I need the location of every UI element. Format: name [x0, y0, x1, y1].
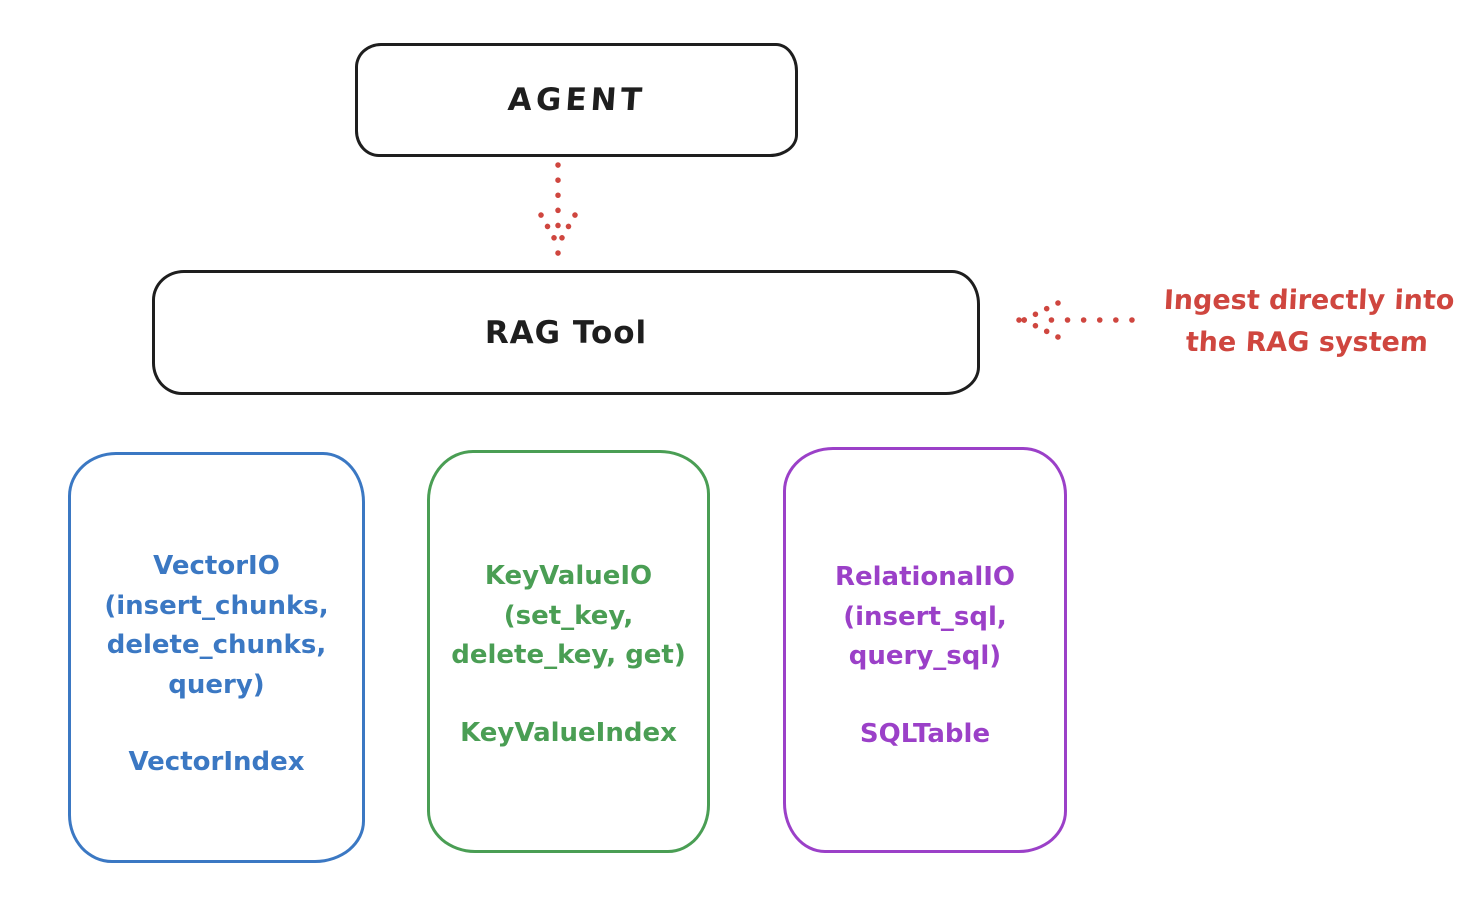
node-agent-label: AGENT	[506, 82, 647, 118]
node-vector-io-label: VectorIO (insert_chunks, delete_chunks, …	[104, 551, 329, 700]
dotted-arrow-left-icon	[1016, 300, 1135, 340]
node-agent: AGENT	[355, 43, 798, 157]
node-key-value-io: KeyValueIO (set_key, delete_key, get) Ke…	[427, 450, 710, 853]
node-relational-io-label: RelationalIO (insert_sql, query_sql)	[834, 562, 1016, 672]
node-rag-tool: RAG Tool	[152, 270, 980, 395]
dotted-arrow-down-icon	[538, 162, 578, 256]
node-sql-table-label: SQLTable	[859, 718, 991, 749]
node-rag-tool-label: RAG Tool	[484, 314, 648, 351]
node-relational-io: RelationalIO (insert_sql, query_sql) SQL…	[783, 447, 1067, 853]
node-key-value-io-label: KeyValueIO (set_key, delete_key, get)	[451, 561, 686, 671]
node-vector-index-label: VectorIndex	[128, 747, 305, 778]
node-key-value-index-label: KeyValueIndex	[460, 717, 677, 748]
ingest-annotation: Ingest directly into the RAG system	[1163, 285, 1456, 358]
node-vector-io: VectorIO (insert_chunks, delete_chunks, …	[68, 452, 365, 863]
